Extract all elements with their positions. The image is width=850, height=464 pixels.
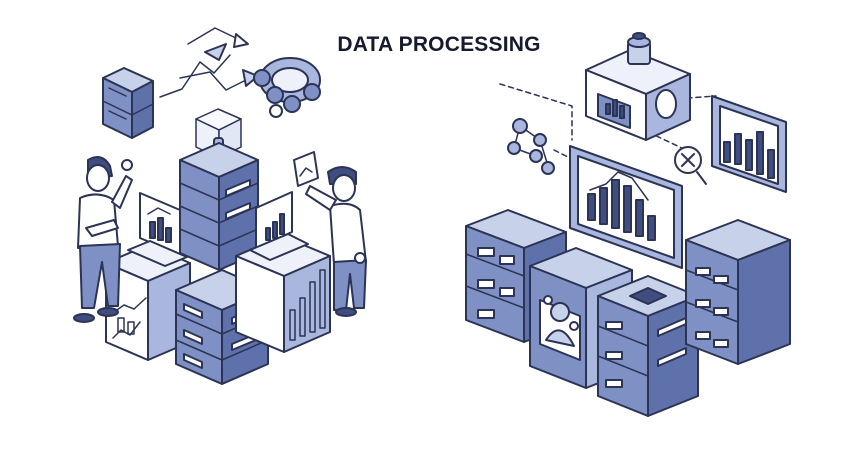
floating-server-icon — [102, 67, 154, 139]
processor-hub-icon — [585, 32, 691, 141]
workflow-arrows-icon — [159, 27, 259, 98]
gear-icon — [253, 57, 321, 118]
monitor-bar-chart-icon — [569, 145, 683, 269]
server-rack-icon — [685, 219, 791, 365]
person-icon — [73, 156, 133, 323]
laptop-chart-icon — [249, 191, 309, 261]
cloud-storage-icon — [597, 275, 699, 417]
illustration-title: DATA PROCESSING — [337, 33, 541, 56]
small-monitor-chart-icon — [711, 95, 787, 193]
person-icon — [293, 151, 367, 317]
network-graph-icon — [507, 118, 555, 175]
laptop-bar-chart-icon — [127, 192, 188, 267]
magnifier-icon — [674, 146, 707, 185]
